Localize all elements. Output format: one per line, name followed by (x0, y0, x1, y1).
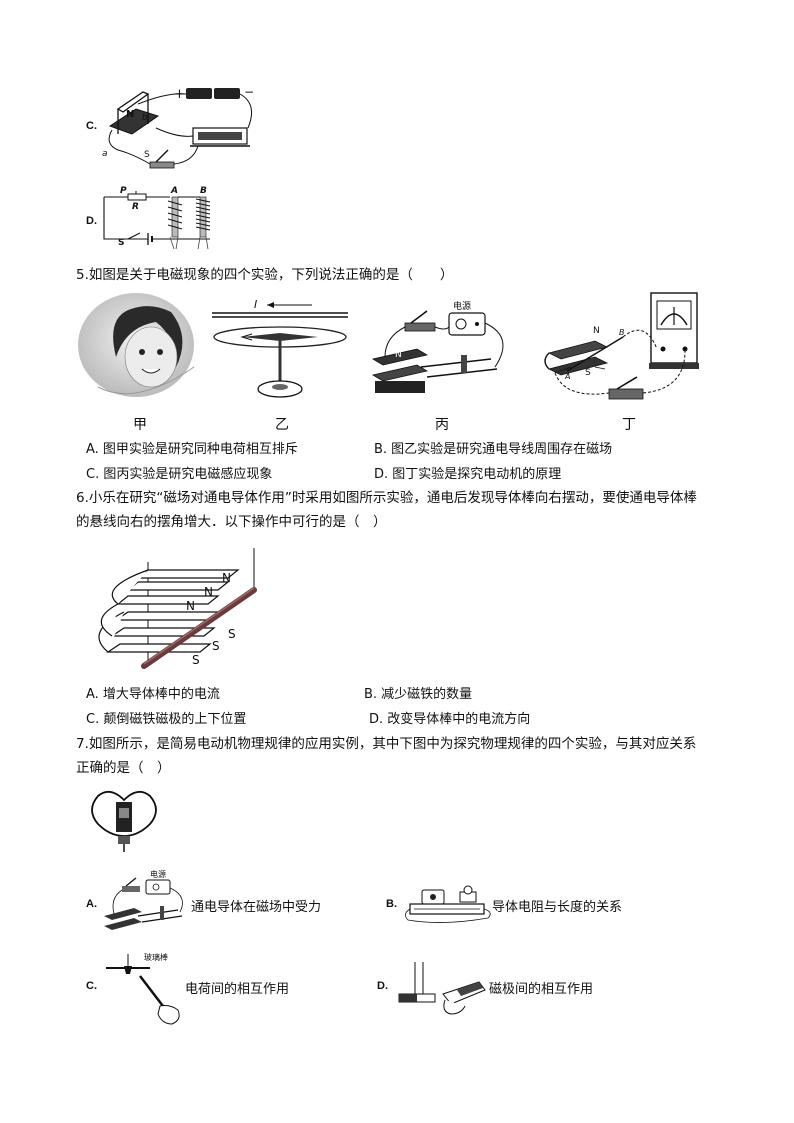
q5-figure-jia (78, 293, 195, 397)
q7-stem-line-2: 正确的是（ ） (76, 760, 171, 776)
svg-text:I: I (254, 298, 257, 311)
svg-text:S: S (228, 627, 236, 641)
q5-option-b[interactable]: B. 图乙实验是研究通电导线周围存在磁场 (374, 442, 613, 457)
q5-figure-bing: 电源 N (371, 300, 504, 393)
svg-text:S: S (212, 639, 220, 653)
q6-stem-line-1: 6.小乐在研究“磁场对通电导体作用”时采用如图所示实验，通电后发现导体棒向右摆动… (76, 490, 697, 506)
svg-text:电源: 电源 (453, 300, 471, 312)
q7-option-c-letter: C. (86, 980, 97, 992)
q7-option-d-letter: D. (377, 980, 388, 992)
q7-option-b-text: 导体电阻与长度的关系 (492, 900, 623, 915)
svg-text:N: N (222, 571, 231, 585)
q7-option-c-text: 电荷间的相互作用 (185, 982, 290, 997)
svg-text:R: R (132, 202, 139, 212)
svg-text:电源: 电源 (150, 869, 166, 879)
caption-bing: 丙 (435, 417, 449, 433)
svg-text:b: b (142, 113, 148, 123)
q4-option-c[interactable]: C. N b a + − S (86, 84, 256, 174)
q7-option-a-text: 通电导体在磁场中受力 (191, 900, 322, 915)
q5-stem: 5.如图是关于电磁现象的四个实验，下列说法正确的是（ ） (76, 267, 454, 283)
q7-option-b-letter: B. (386, 898, 397, 910)
q6-option-d[interactable]: D. 改变导体棒中的电流方向 (369, 712, 531, 727)
q7-option-b-figure (405, 885, 491, 923)
svg-text:P: P (120, 186, 127, 196)
q7-option-c[interactable]: C. 玻璃棒 电荷间的相互作用 (86, 950, 346, 1026)
svg-text:+: + (174, 87, 185, 102)
svg-text:B: B (200, 186, 207, 196)
q4-option-d[interactable]: D. P R A B S (86, 183, 236, 253)
q6-option-c[interactable]: C. 颠倒磁铁磁极的上下位置 (86, 712, 247, 727)
svg-text:N: N (186, 599, 195, 613)
q7-option-a[interactable]: A. 电源 通电导体在磁场中受力 (86, 868, 346, 938)
q5-figure-yi: I (212, 298, 348, 398)
q5-option-c[interactable]: C. 图丙实验是研究电磁感应现象 (86, 467, 273, 482)
q7-stem-line-1: 7.如图所示，是简易电动机物理规律的应用实例，其中下图中为探究物理规律的四个实验… (76, 736, 697, 752)
q5-option-d[interactable]: D. 图丁实验是探究电动机的原理 (374, 467, 562, 482)
svg-text:S: S (585, 368, 591, 378)
svg-text:N: N (204, 585, 213, 599)
q4-option-c-figure: N b a + − S (102, 85, 254, 169)
q7-option-d-text: 磁极间的相互作用 (489, 982, 594, 997)
q4-option-c-letter: C. (86, 120, 97, 132)
q6-stem-line-2: 的悬线向右的摆角增大．以下操作中可行的是（ ） (76, 514, 387, 530)
caption-yi: 乙 (275, 417, 289, 433)
q5-figure-ding: N S A B (544, 292, 699, 400)
q7-option-a-figure: 电源 (104, 869, 183, 930)
q7-option-c-figure: 玻璃棒 (106, 952, 180, 1025)
svg-text:N: N (395, 350, 402, 360)
svg-text:A: A (564, 372, 570, 381)
svg-text:B: B (619, 328, 625, 337)
q7-option-d[interactable]: D. 磁极间的相互作用 (377, 960, 637, 1020)
svg-text:a: a (102, 149, 108, 159)
q7-option-b[interactable]: B. 导体电阻与长度的关系 (386, 884, 646, 924)
caption-jia: 甲 (133, 417, 147, 433)
svg-text:S: S (118, 238, 124, 248)
q6-option-b[interactable]: B. 减少磁铁的数量 (364, 687, 473, 702)
q4-option-d-letter: D. (86, 215, 97, 227)
label-n: N (126, 109, 134, 120)
q5-option-a[interactable]: A. 图甲实验是研究同种电荷相互排斥 (86, 442, 298, 457)
q4-option-d-figure: P R A B S (103, 186, 211, 250)
q7-option-a-letter: A. (86, 898, 97, 910)
svg-text:S: S (144, 150, 150, 160)
q7-motor-figure (91, 790, 157, 852)
svg-text:A: A (170, 186, 178, 196)
q6-figure: N N N S S S (98, 548, 257, 669)
svg-text:−: − (244, 85, 254, 99)
caption-ding: 丁 (622, 417, 636, 433)
svg-text:玻璃棒: 玻璃棒 (144, 952, 168, 962)
svg-text:N: N (593, 326, 600, 336)
q7-option-d-figure (398, 962, 486, 1015)
svg-text:S: S (192, 653, 200, 667)
q6-option-a[interactable]: A. 增大导体棒中的电流 (86, 687, 220, 702)
